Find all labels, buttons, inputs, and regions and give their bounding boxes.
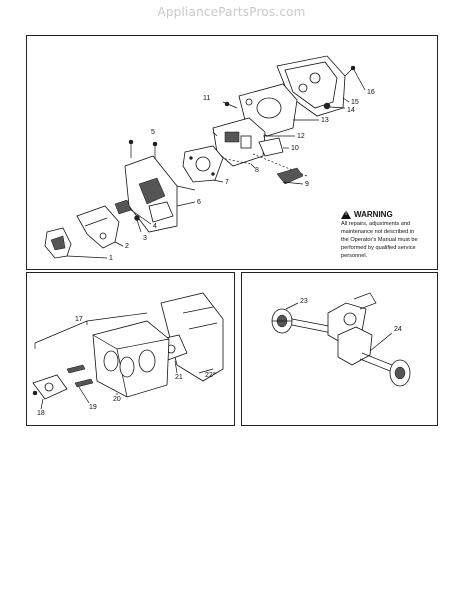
part-1-guard[interactable] bbox=[44, 227, 72, 259]
callout-21: 21 bbox=[175, 374, 183, 381]
warning-line-4: performed by qualified service bbox=[341, 245, 416, 251]
part-2-bracket[interactable] bbox=[76, 205, 120, 249]
callout-5: 5 bbox=[151, 129, 155, 136]
part-5-screws[interactable] bbox=[128, 139, 158, 160]
site-watermark: AppliancePartsPros.com bbox=[157, 5, 306, 19]
callout-4: 4 bbox=[153, 223, 157, 230]
part-19-screws[interactable] bbox=[66, 364, 94, 388]
part-24-crankshaft[interactable] bbox=[291, 292, 393, 372]
part-22-heat-shield[interactable] bbox=[160, 292, 224, 382]
callout-2: 2 bbox=[125, 243, 129, 250]
callout-1: 1 bbox=[109, 255, 113, 262]
callout-10: 10 bbox=[291, 145, 299, 152]
air-intake-exploded-drawing: 1 2 3 4 5 6 7 8 9 10 11 12 13 14 15 16 bbox=[44, 55, 375, 262]
part-15-filter-cover[interactable] bbox=[276, 55, 346, 117]
part-10-gasket[interactable] bbox=[258, 137, 284, 157]
callout-11: 11 bbox=[203, 95, 210, 102]
part-3-washer[interactable] bbox=[134, 215, 140, 221]
crankshaft-assembly-panel: 23 24 bbox=[241, 272, 438, 426]
callout-24: 24 bbox=[394, 326, 402, 333]
part-8-gasket[interactable] bbox=[220, 157, 252, 165]
callout-12: 12 bbox=[297, 133, 305, 140]
callout-6: 6 bbox=[197, 199, 201, 206]
part-6-shield[interactable] bbox=[124, 155, 196, 233]
warning-text: All repairs, adjustments and maintenance… bbox=[341, 220, 433, 260]
part-9-bracket[interactable] bbox=[276, 167, 304, 185]
part-20-muffler[interactable] bbox=[92, 320, 170, 398]
crankshaft-exploded-drawing: 23 24 bbox=[271, 292, 411, 387]
callout-13: 13 bbox=[321, 117, 329, 124]
warning-notice: WARNING All repairs, adjustments and mai… bbox=[341, 210, 433, 260]
part-23-bearing-lower[interactable] bbox=[389, 359, 411, 387]
muffler-exploded-drawing: 17 18 19 20 21 22 bbox=[32, 292, 224, 417]
warning-header: WARNING bbox=[341, 210, 433, 219]
callout-14: 14 bbox=[347, 107, 355, 114]
callout-22: 22 bbox=[205, 372, 213, 379]
part-18-plate[interactable] bbox=[32, 374, 68, 400]
air-intake-assembly-panel: 1 2 3 4 5 6 7 8 9 10 11 12 13 14 15 16 W… bbox=[26, 35, 438, 270]
callout-23: 23 bbox=[300, 298, 308, 305]
warning-title: WARNING bbox=[354, 210, 393, 219]
warning-line-1: All repairs, adjustments and bbox=[341, 221, 411, 227]
part-11-screw[interactable] bbox=[222, 101, 238, 109]
muffler-assembly-panel: 17 18 19 20 21 22 bbox=[26, 272, 235, 426]
callout-18: 18 bbox=[37, 410, 45, 417]
warning-triangle-icon bbox=[341, 210, 351, 219]
warning-line-3: the Operator's Manual must be bbox=[341, 237, 418, 243]
part-14-nut[interactable] bbox=[323, 102, 331, 110]
callout-17: 17 bbox=[75, 316, 83, 323]
warning-line-5: personnel. bbox=[341, 253, 368, 259]
callout-9: 9 bbox=[305, 181, 309, 188]
callout-8: 8 bbox=[255, 167, 259, 174]
part-7-insulator[interactable] bbox=[182, 145, 224, 183]
callout-7: 7 bbox=[225, 179, 229, 186]
callout-16: 16 bbox=[367, 89, 375, 96]
callout-3: 3 bbox=[143, 235, 147, 242]
part-12-carburetor[interactable] bbox=[212, 117, 266, 167]
callout-20: 20 bbox=[113, 396, 121, 403]
part-23-bearing-upper[interactable] bbox=[271, 308, 293, 334]
callout-15: 15 bbox=[351, 99, 359, 106]
callout-19: 19 bbox=[89, 404, 97, 411]
warning-line-2: maintenance not described in bbox=[341, 229, 415, 235]
